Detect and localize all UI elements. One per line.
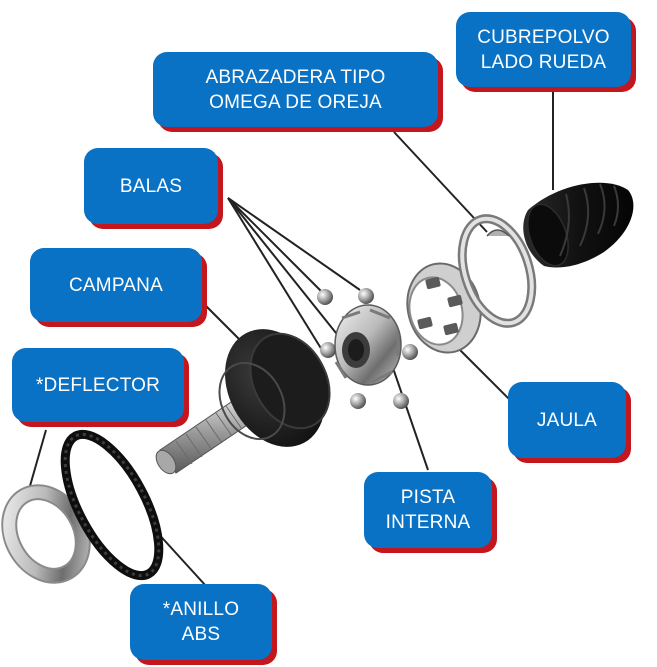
deflector-ring [1, 484, 91, 584]
balas [317, 288, 418, 409]
jaula [406, 262, 482, 354]
leader-jaula [454, 344, 513, 403]
pista-interna [334, 304, 402, 386]
callout-cubrepolvo: CUBREPOLVO LADO RUEDA [456, 12, 631, 87]
leader-abrazadera [393, 131, 488, 233]
leader-anillo [154, 529, 207, 587]
leader-deflector [29, 429, 47, 487]
leader-balas-2 [227, 197, 361, 291]
cubrepolvo [523, 182, 634, 268]
campana-housing [155, 329, 331, 475]
callout-deflector: *DEFLECTOR [12, 348, 184, 422]
leader-balas-1 [227, 197, 323, 293]
callout-jaula: JAULA [508, 382, 626, 458]
callout-anillo-abs: *ANILLO ABS [130, 584, 272, 660]
abs-ring [60, 429, 164, 581]
callout-abrazadera: ABRAZADERA TIPO OMEGA DE OREJA [153, 52, 438, 127]
leader-lines [29, 92, 554, 587]
callout-pista-interna: PISTA INTERNA [364, 472, 492, 548]
callout-campana: CAMPANA [30, 248, 202, 322]
leader-pista [392, 367, 429, 471]
abrazadera [457, 214, 537, 328]
leader-balas-3 [227, 197, 323, 351]
leader-balas-4 [227, 197, 341, 339]
callout-balas: BALAS [84, 148, 218, 224]
